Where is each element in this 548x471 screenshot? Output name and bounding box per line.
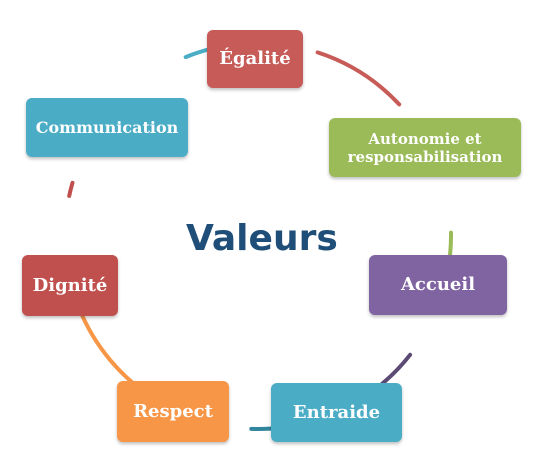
ring-arc-autonomie: [447, 230, 454, 259]
node-respect: Respect: [117, 381, 229, 442]
node-dignite: Dignité: [22, 255, 118, 316]
node-accueil: Accueil: [369, 255, 507, 315]
center-title: Valeurs: [186, 218, 338, 259]
node-autonomie: Autonomie et responsabilisation: [329, 118, 521, 177]
ring-arc-accueil: [380, 352, 413, 386]
node-communication: Communication: [26, 98, 188, 157]
ring-arc-egalite: [315, 50, 402, 107]
node-entraide-label: Entraide: [292, 401, 381, 423]
node-egalite: Égalité: [207, 30, 303, 88]
ring-arc-dignite: [67, 180, 75, 198]
node-respect-label: Respect: [133, 400, 213, 422]
node-accueil-label: Accueil: [400, 274, 476, 296]
node-communication-label: Communication: [35, 117, 179, 137]
node-egalite-label: Égalité: [219, 48, 291, 70]
node-dignite-label: Dignité: [32, 274, 108, 296]
node-autonomie-label: Autonomie et responsabilisation: [347, 129, 503, 166]
node-entraide: Entraide: [271, 383, 402, 442]
